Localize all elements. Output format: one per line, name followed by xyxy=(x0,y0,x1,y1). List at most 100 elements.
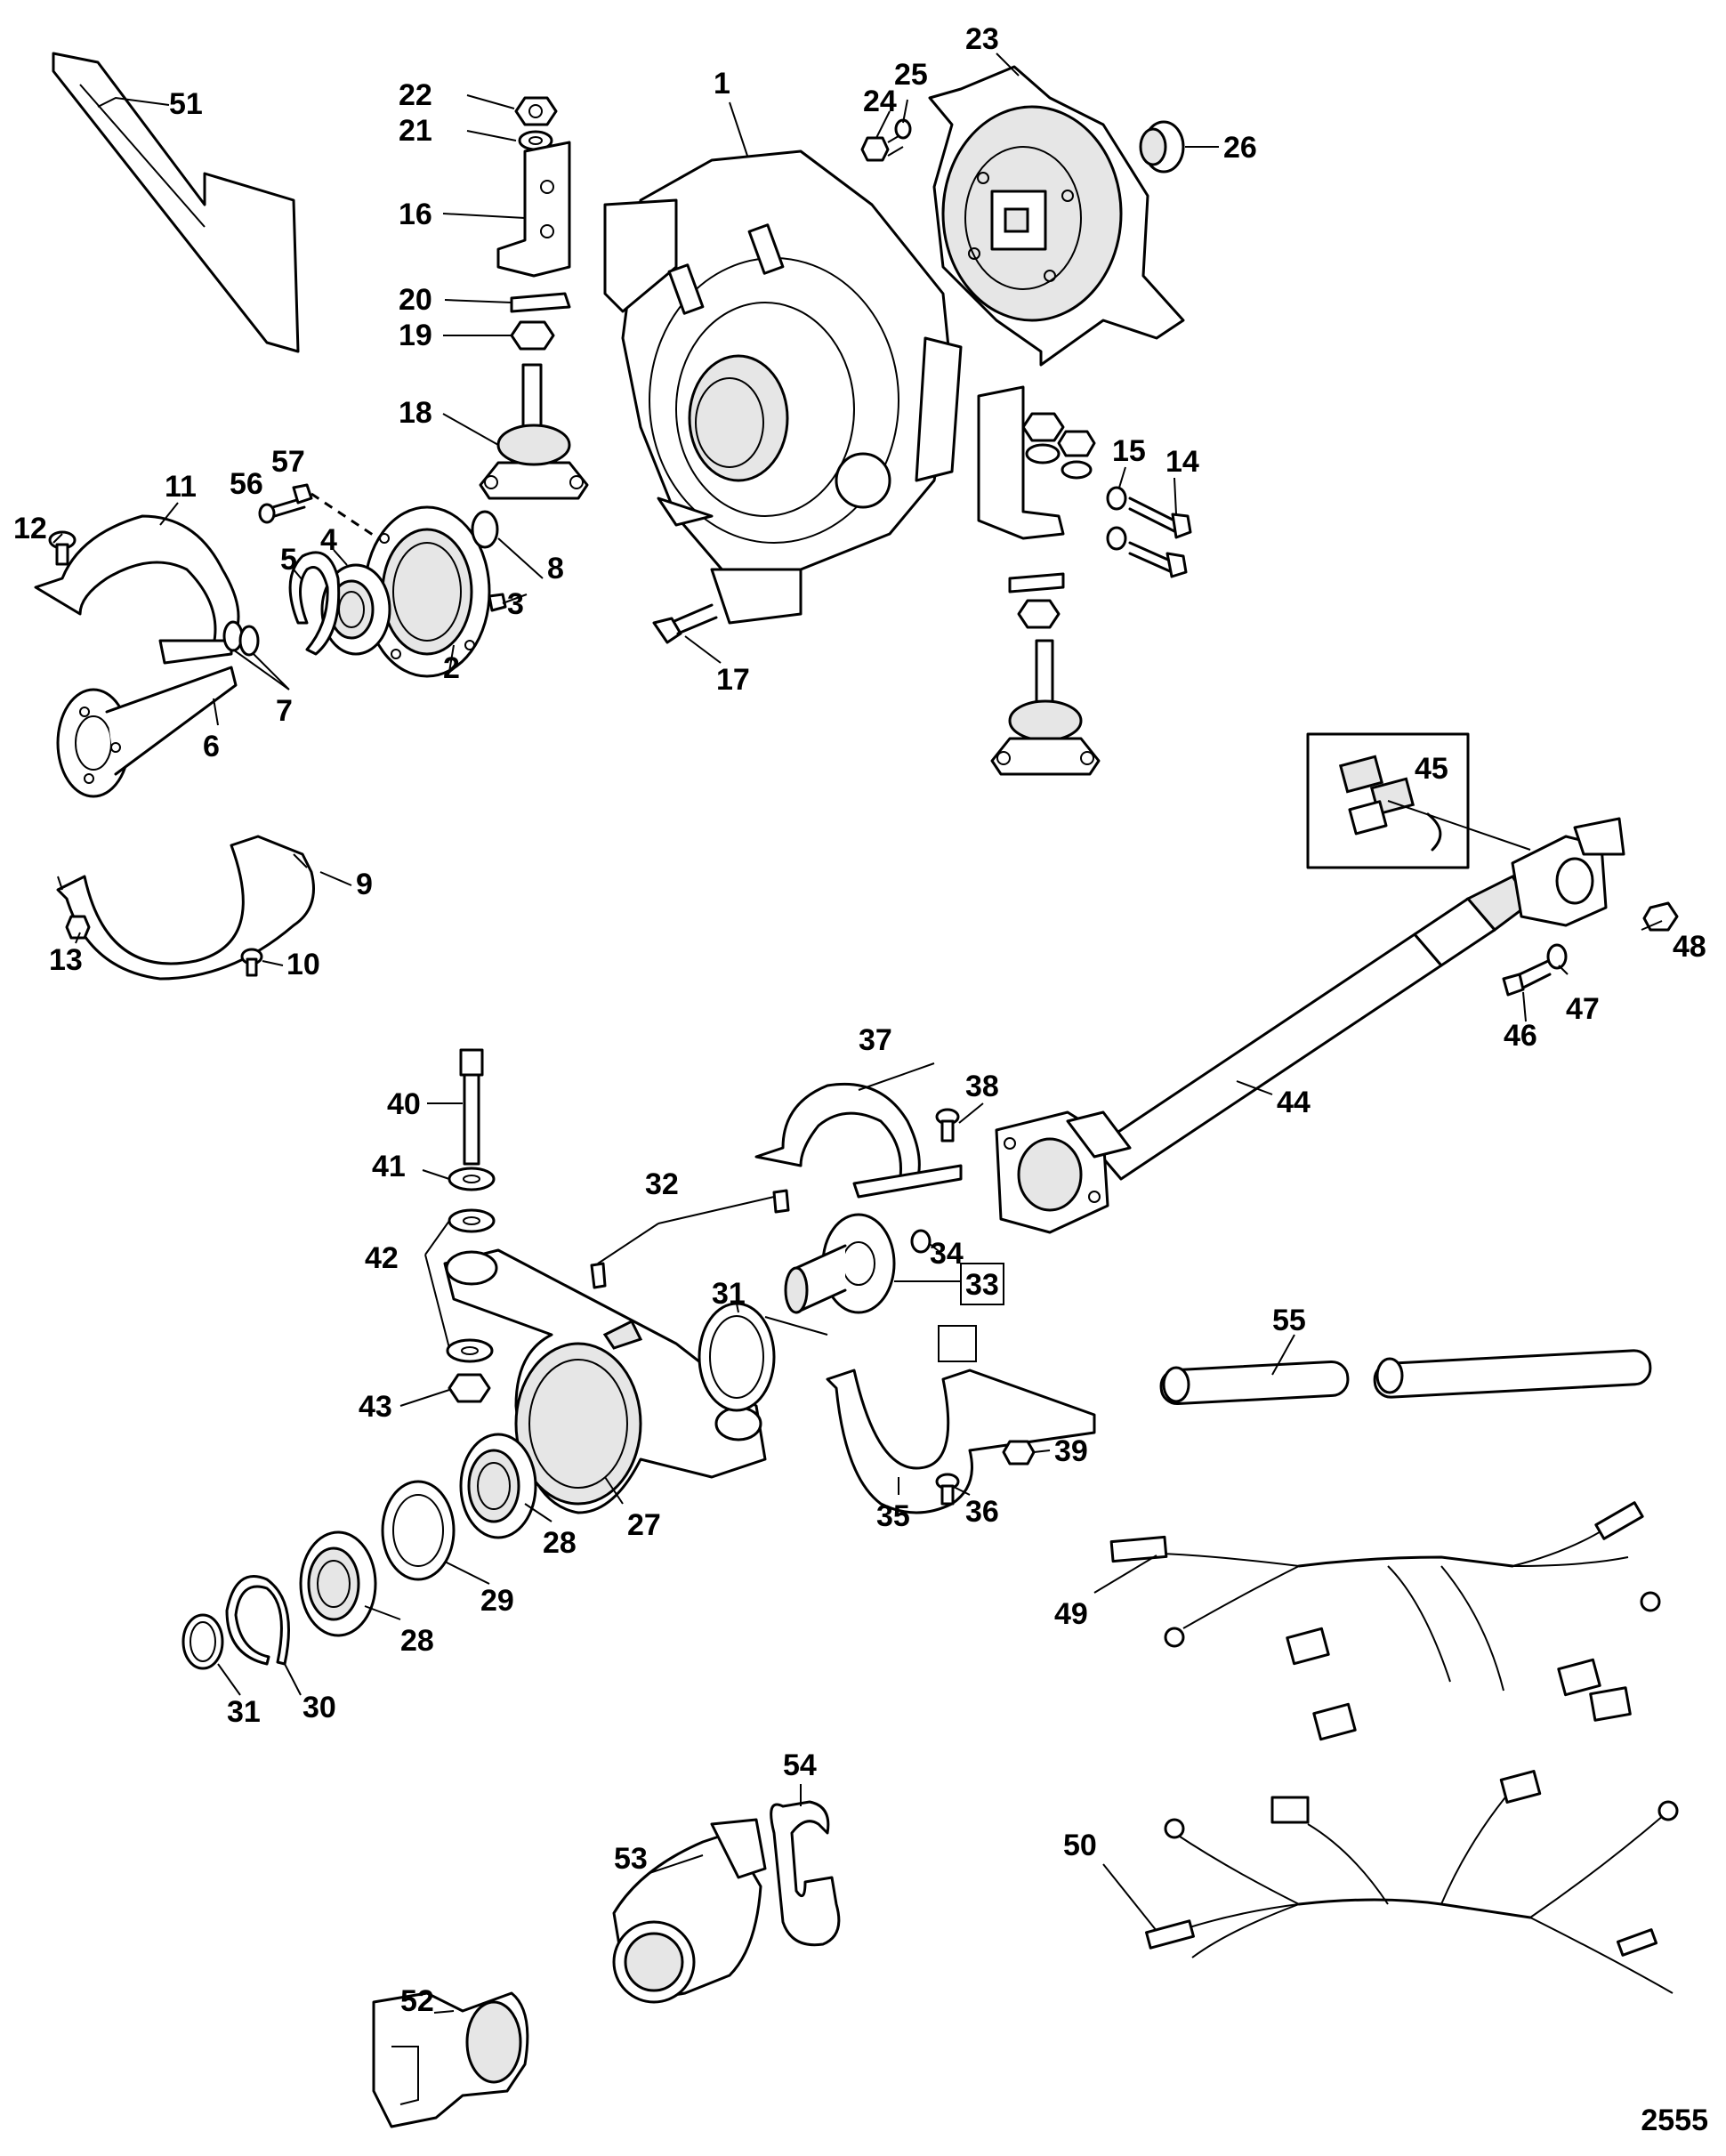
callout-7: 7 xyxy=(276,694,293,728)
callout-1: 1 xyxy=(714,67,730,101)
part-6-output-shaft xyxy=(56,666,238,798)
callout-53: 52 xyxy=(400,1984,434,2018)
part-20-tab-washer xyxy=(510,292,571,313)
callout-42: 41 xyxy=(372,1150,406,1183)
part-16-bracket xyxy=(496,141,571,278)
callout-3: 3 xyxy=(507,587,524,621)
callout-20: 20 xyxy=(399,283,432,317)
callout-31: 31 xyxy=(227,1695,261,1729)
callout-12: 12 xyxy=(13,512,47,545)
part-7-o-rings xyxy=(222,620,260,657)
callout-10: 10 xyxy=(286,948,320,981)
callout-15: 15 xyxy=(1112,434,1146,468)
callout-40: 39 xyxy=(1054,1434,1088,1468)
callout-labels: 51 22 21 16 20 19 18 1 24 25 23 26 15 14… xyxy=(13,22,1706,2018)
callout-9: 9 xyxy=(356,868,373,901)
callout-41: 40 xyxy=(387,1087,421,1121)
part-43-washers xyxy=(446,1208,496,1363)
part-17-bolt xyxy=(652,603,718,644)
part-14-bolts xyxy=(1128,497,1192,578)
part-39-screw xyxy=(935,1108,960,1143)
callout-47: 46 xyxy=(1504,1019,1537,1053)
part-21-washer xyxy=(518,130,553,151)
part-51-wiring-harness xyxy=(1145,1770,1679,1994)
part-42-washer xyxy=(448,1167,496,1191)
callout-28-lower: 28 xyxy=(400,1624,434,1658)
callout-14: 14 xyxy=(1165,445,1199,479)
part-45-rear-yoke xyxy=(995,1110,1132,1234)
callout-25: 25 xyxy=(894,58,928,92)
callout-21: 21 xyxy=(399,114,432,148)
callout-4: 4 xyxy=(320,523,337,557)
callout-8: 8 xyxy=(547,552,564,585)
callout-37: 36 xyxy=(965,1495,999,1529)
part-44-nut xyxy=(448,1373,491,1403)
callout-19: 19 xyxy=(399,319,432,352)
part-33-grease-fittings xyxy=(590,1189,790,1289)
part-12-screw xyxy=(48,530,77,566)
callout-29: 29 xyxy=(480,1584,514,1618)
part-26-plug xyxy=(1139,120,1185,174)
part-13-nut xyxy=(65,915,91,940)
callout-49: 48 xyxy=(1673,930,1706,964)
callout-56: 55 xyxy=(1272,1304,1306,1337)
callout-18: 18 xyxy=(399,396,432,430)
callout-32: 31 xyxy=(712,1277,746,1311)
callout-16: 16 xyxy=(399,198,432,231)
callout-2: 2 xyxy=(443,651,460,685)
part-23-drive-plate xyxy=(928,65,1185,367)
drawing-number: 2555 xyxy=(1641,2104,1708,2137)
part-8-o-ring xyxy=(471,510,499,549)
callout-30: 30 xyxy=(302,1691,336,1724)
callout-11: 11 xyxy=(165,470,197,504)
part-48-washer xyxy=(1546,943,1568,970)
callout-33: 32 xyxy=(645,1167,679,1201)
part-15-washers xyxy=(1106,486,1127,551)
part-30-retaining-ring xyxy=(225,1575,290,1666)
part-22-nut xyxy=(514,96,558,126)
callout-13: 13 xyxy=(49,943,83,977)
callout-17: 17 xyxy=(716,663,750,697)
part-37-screw xyxy=(935,1473,960,1506)
part-28-bearing-lower xyxy=(299,1530,377,1637)
part-52-gasket-plate xyxy=(52,52,300,353)
part-58-fitting xyxy=(292,483,392,549)
callout-58: 57 xyxy=(271,445,305,479)
part-53-exhaust-elbow xyxy=(372,1991,529,2128)
part-40-nut xyxy=(1002,1440,1036,1466)
callout-35: 34 xyxy=(930,1237,964,1271)
part-31-retaining-ring xyxy=(181,1613,224,1670)
part-29-spacer xyxy=(381,1480,456,1581)
callout-27: 27 xyxy=(627,1508,661,1542)
part-32-o-ring xyxy=(698,1302,776,1412)
part-24-screw xyxy=(860,133,904,162)
right-nuts xyxy=(1021,412,1096,480)
part-19-nut xyxy=(510,320,555,351)
callout-46: 45 xyxy=(1415,752,1448,786)
part-34-stub-shaft xyxy=(784,1213,896,1314)
callout-54: 53 xyxy=(614,1842,648,1876)
leader-lines xyxy=(52,52,1663,2014)
callout-43: 42 xyxy=(365,1241,399,1275)
part-36-lower-shield xyxy=(826,1325,1096,1514)
part-27-bearing-housing xyxy=(443,1248,767,1514)
part-1-flywheel-housing xyxy=(603,149,963,625)
callout-26: 26 xyxy=(1223,131,1257,165)
callout-28-upper: 28 xyxy=(543,1526,577,1560)
callout-38: 37 xyxy=(859,1023,892,1057)
part-35-o-ring xyxy=(910,1229,932,1254)
part-49-nut xyxy=(1642,901,1679,932)
callout-34: 33 xyxy=(965,1268,999,1302)
part-55-gasket xyxy=(770,1800,841,1947)
callout-45: 44 xyxy=(1277,1086,1311,1119)
right-bracket xyxy=(977,385,1065,540)
part-5-retaining-ring xyxy=(288,551,341,656)
callout-6: 6 xyxy=(203,730,220,763)
part-47-bolt xyxy=(1502,959,1552,997)
callout-24: 24 xyxy=(863,85,897,118)
callout-22: 22 xyxy=(399,78,432,112)
callout-36: 35 xyxy=(876,1499,910,1533)
part-56-hose xyxy=(1159,1349,1652,1406)
part-41-bolt xyxy=(459,1048,484,1166)
